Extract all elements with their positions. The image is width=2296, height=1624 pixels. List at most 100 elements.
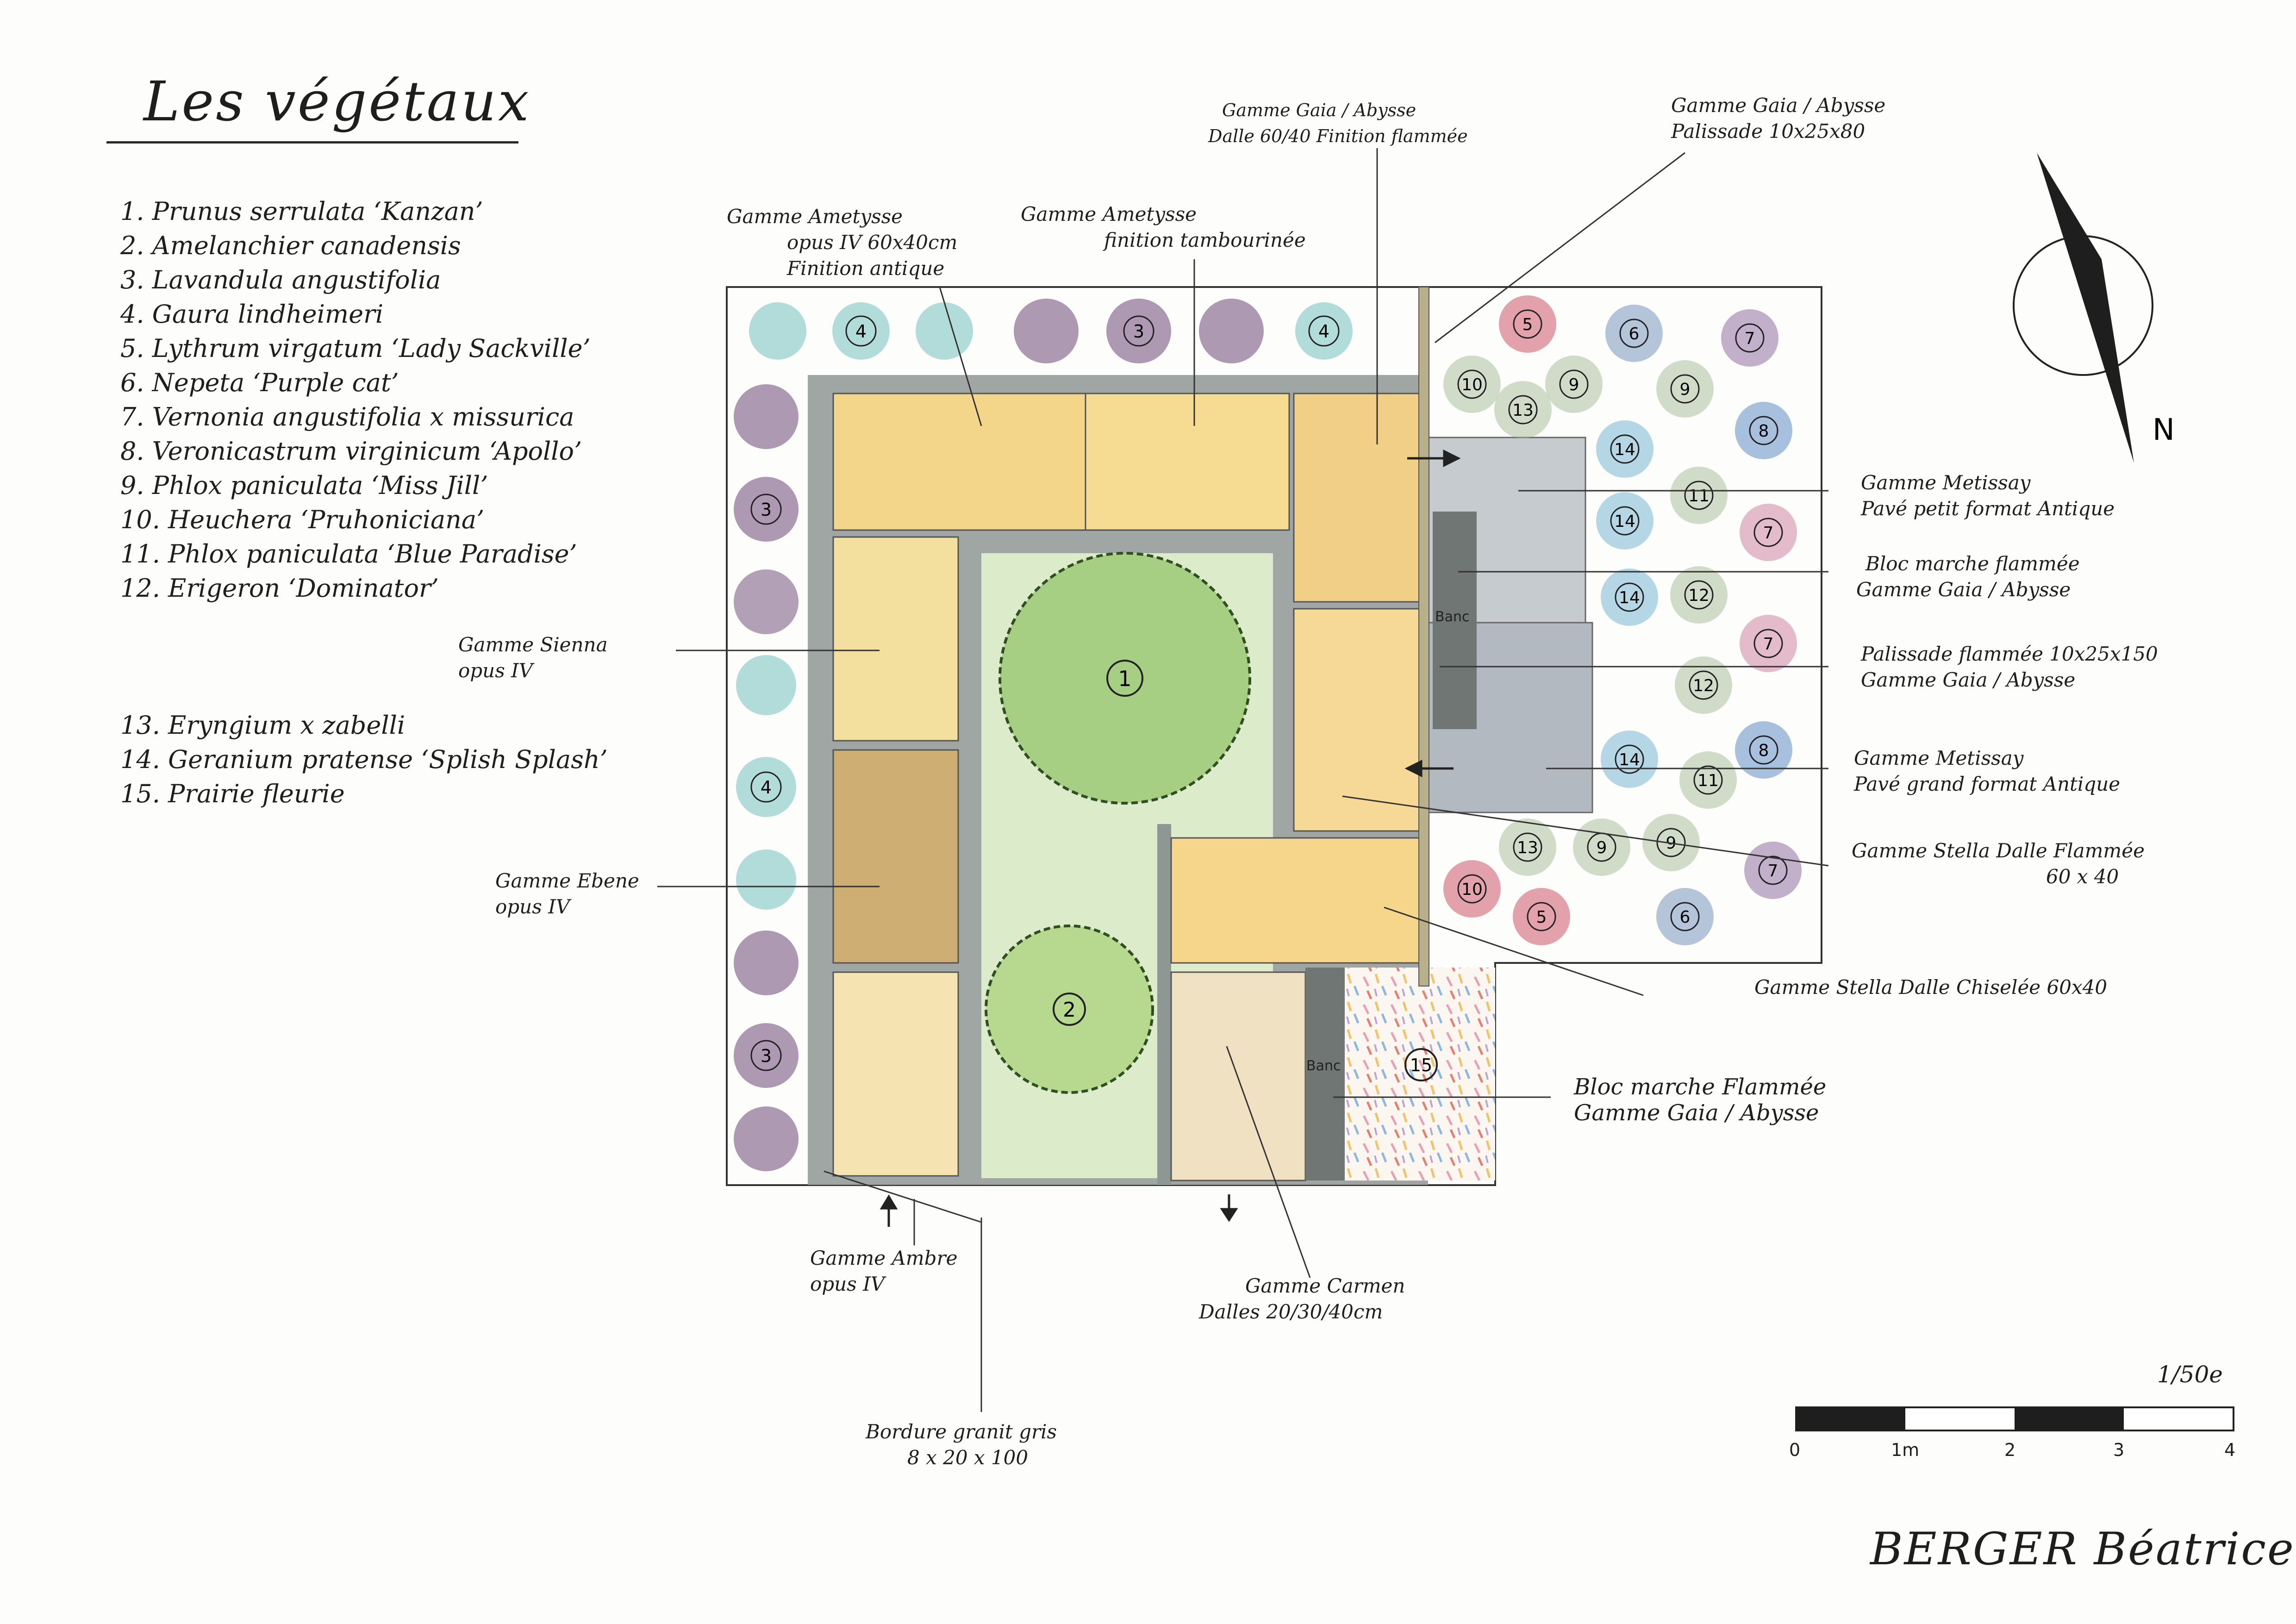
perennial-plant bbox=[1601, 568, 1658, 626]
label-ebene: Gamme Ebene opus IV bbox=[495, 869, 639, 918]
plant-item: 10. Heuchera ‘Pruhoniciana’ bbox=[120, 505, 485, 534]
plant-number: 7 bbox=[1763, 524, 1774, 543]
scale-tick: 2 bbox=[2004, 1440, 2016, 1460]
plant-item: 6. Nepeta ‘Purple cat’ bbox=[120, 368, 399, 397]
perennial-plant bbox=[1679, 751, 1737, 809]
perennial-plant bbox=[1573, 818, 1630, 876]
plant-list: 1. Prunus serrulata ‘Kanzan’ 2. Amelanch… bbox=[120, 194, 591, 606]
plant-number-ring bbox=[1508, 395, 1538, 425]
tree-1-number: 1 bbox=[1118, 666, 1131, 691]
left-border-plants bbox=[734, 384, 799, 1171]
label-stella-flammee: Gamme Stella Dalle Flammée 60 x 40 bbox=[1852, 839, 2145, 888]
label-ametysse-tambourinee: Gamme Ametysse finition tambourinée bbox=[1021, 203, 1306, 251]
svg-text:N: N bbox=[2152, 413, 2175, 447]
plant-number: 14 bbox=[1619, 588, 1640, 607]
plant-number-ring bbox=[1753, 629, 1783, 658]
plant-number-ring bbox=[1753, 518, 1783, 547]
tree-amelanchier bbox=[985, 924, 1154, 1094]
label-metissay-petit: Gamme Metissay Pavé petit format Antique bbox=[1861, 471, 2115, 520]
plant-number: 11 bbox=[1688, 487, 1710, 506]
scale-tick: 3 bbox=[2113, 1440, 2125, 1460]
plant-item: 11. Phlox paniculata ‘Blue Paradise’ bbox=[120, 539, 577, 568]
plant-item: 15. Prairie fleurie bbox=[120, 779, 345, 808]
plant-number-ring bbox=[1610, 506, 1640, 536]
plant-number: 7 bbox=[1768, 862, 1778, 881]
plant-number: 12 bbox=[1693, 676, 1714, 695]
perennial-plant bbox=[1499, 295, 1556, 353]
perennial-plant bbox=[1513, 888, 1570, 945]
perennial-plant bbox=[1670, 467, 1728, 524]
label-stella-chiselee: Gamme Stella Dalle Chiselée 60x40 bbox=[1754, 976, 2108, 999]
prairie-marker bbox=[1404, 1048, 1438, 1081]
bench-block-right bbox=[1433, 512, 1477, 729]
label-bordure: Bordure granit gris 8 x 20 x 100 bbox=[866, 1420, 1057, 1469]
plant-item: 9. Phlox paniculata ‘Miss Jill’ bbox=[120, 471, 488, 500]
plant-number: 12 bbox=[1688, 586, 1710, 605]
bench-block-bottom bbox=[1305, 968, 1345, 1181]
svg-text:3: 3 bbox=[1133, 321, 1144, 342]
top-border-plants bbox=[749, 299, 1353, 363]
perennial-plant bbox=[1740, 504, 1797, 561]
label-ambre: Gamme Ambre opus IV bbox=[810, 1247, 958, 1295]
plant-number: 5 bbox=[1536, 908, 1547, 927]
plant-number-ring bbox=[1684, 580, 1714, 610]
plant-number: 6 bbox=[1629, 325, 1640, 344]
plant-number-ring bbox=[1513, 309, 1542, 339]
svg-text:4: 4 bbox=[1318, 321, 1329, 342]
title-underline bbox=[106, 141, 518, 144]
plant-number-ring bbox=[1513, 832, 1542, 862]
tree-2-number: 2 bbox=[1063, 998, 1076, 1022]
plant-number: 14 bbox=[1614, 512, 1635, 531]
plant-number: 14 bbox=[1614, 440, 1635, 459]
plant-number: 9 bbox=[1597, 838, 1607, 857]
plant-number: 8 bbox=[1759, 422, 1769, 441]
plant-number: 14 bbox=[1619, 750, 1640, 769]
perennial-plant bbox=[1596, 420, 1653, 478]
plant-item: 1. Prunus serrulata ‘Kanzan’ bbox=[120, 197, 483, 226]
tree-1-marker bbox=[1106, 660, 1143, 697]
label-sienna: Gamme Sienna opus IV bbox=[458, 633, 608, 682]
label-gaia-dalle: Gamme Gaia / Abysse Dalle 60/40 Finition… bbox=[1208, 100, 1468, 146]
plant-number: 9 bbox=[1680, 380, 1691, 399]
plant-number: 13 bbox=[1512, 401, 1534, 420]
perennial-plant bbox=[1545, 356, 1603, 413]
plant-number: 6 bbox=[1680, 908, 1691, 927]
plant-item: 2. Amelanchier canadensis bbox=[120, 231, 461, 260]
svg-text:4: 4 bbox=[855, 321, 867, 342]
author-signature: BERGER Béatrice bbox=[1870, 1523, 2295, 1575]
plant-number-ring bbox=[1670, 374, 1700, 404]
perennial-plant bbox=[1735, 402, 1792, 459]
prairie-area bbox=[1345, 968, 1495, 1181]
plant-item: 5. Lythrum virgatum ‘Lady Sackville’ bbox=[120, 334, 591, 363]
prairie-number: 15 bbox=[1410, 1055, 1432, 1075]
plant-number-ring bbox=[1689, 670, 1718, 700]
stella-flammee-paving bbox=[1293, 608, 1429, 832]
perennial-plant bbox=[1596, 492, 1653, 550]
perennial-plant bbox=[1499, 818, 1556, 876]
perennial-plant bbox=[1494, 381, 1552, 438]
plant-number: 8 bbox=[1759, 741, 1769, 760]
flow-arrows bbox=[880, 449, 1461, 1227]
ametysse-antique-paving bbox=[832, 393, 1086, 531]
granite-edge-vertical bbox=[1157, 824, 1171, 1185]
plant-number-ring bbox=[1749, 735, 1778, 765]
leader-lines bbox=[657, 148, 1829, 1412]
plant-item: 12. Erigeron ‘Dominator’ bbox=[120, 574, 439, 603]
perennial-plant bbox=[1601, 731, 1658, 788]
perennial-plant bbox=[1605, 305, 1663, 362]
plant-number: 11 bbox=[1697, 771, 1719, 790]
sienna-paving bbox=[832, 536, 959, 742]
plant-number: 10 bbox=[1461, 375, 1483, 394]
plant-number-ring bbox=[1656, 828, 1686, 857]
tree-prunus bbox=[998, 552, 1251, 805]
plant-number-ring bbox=[1735, 323, 1765, 353]
svg-text:3: 3 bbox=[761, 500, 772, 520]
perennial-plant bbox=[1443, 860, 1501, 918]
ebene-paving bbox=[832, 749, 959, 964]
plant-item: 4. Gaura lindheimeri bbox=[120, 300, 384, 329]
north-arrow: N bbox=[2013, 153, 2175, 463]
perennial-plant bbox=[1675, 656, 1732, 714]
plant-number-ring bbox=[1457, 874, 1487, 904]
plant-list-extra: 13. Eryngium x zabelli 14. Geranium prat… bbox=[120, 708, 608, 811]
